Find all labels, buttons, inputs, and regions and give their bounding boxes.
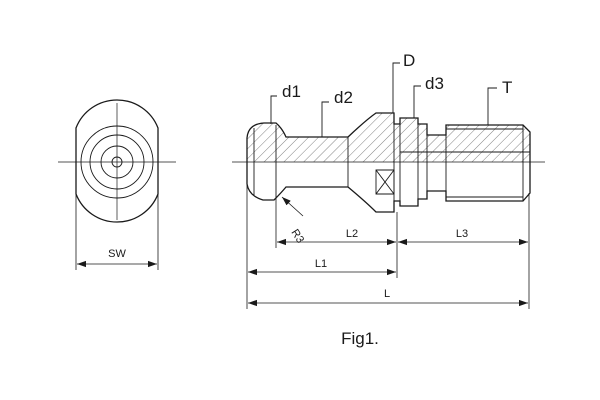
- r3-leader: [281, 196, 304, 217]
- end-view: SW: [58, 99, 176, 270]
- R3-label: R3: [288, 227, 306, 245]
- sw-label: SW: [108, 248, 126, 260]
- d2-leader: [321, 101, 329, 137]
- L1-label: L1: [315, 258, 327, 270]
- L2-label: L2: [346, 228, 358, 240]
- flat-cross-mark: [375, 169, 395, 195]
- L-label: L: [384, 288, 390, 300]
- D-leader: [392, 62, 400, 113]
- figure-caption: Fig1.: [341, 329, 379, 348]
- L3-label: L3: [456, 228, 468, 240]
- d3-label: d3: [425, 74, 444, 93]
- d2-label: d2: [334, 88, 353, 107]
- side-view: d1 d2 D d3 T R3 L2 L3 L1 L: [232, 51, 545, 309]
- T-label: T: [502, 78, 512, 97]
- D-label: D: [403, 51, 415, 70]
- d1-leader: [270, 95, 277, 124]
- d1-label: d1: [282, 82, 301, 101]
- T-leader: [487, 87, 497, 125]
- d3-leader: [413, 85, 421, 118]
